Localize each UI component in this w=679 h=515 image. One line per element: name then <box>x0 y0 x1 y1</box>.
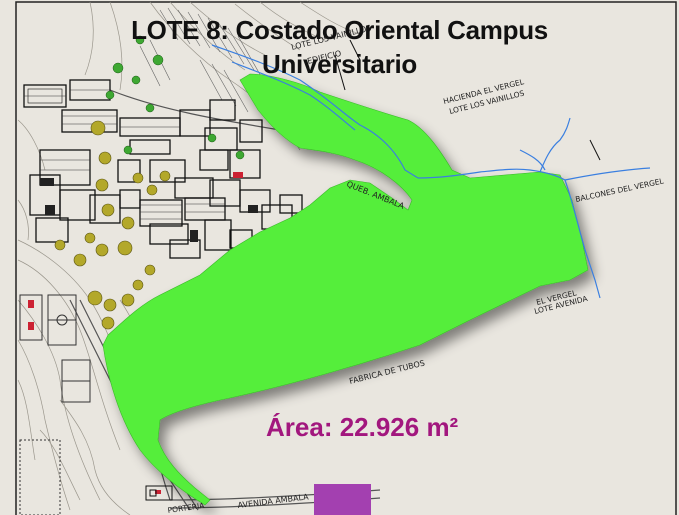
slope-hatching <box>139 7 263 113</box>
green-trees <box>105 35 245 160</box>
property-lines <box>334 39 601 161</box>
trees <box>54 120 171 330</box>
rivers <box>211 44 651 299</box>
building-hatching <box>24 89 225 220</box>
legend-swatch <box>314 484 371 515</box>
dark-structures <box>40 178 258 242</box>
map-frame <box>15 1 677 515</box>
area-label: Área: 22.926 m² <box>266 412 459 442</box>
map-title-line-2: Universitario <box>261 49 418 79</box>
porteria-structure <box>145 485 173 501</box>
lot-8-polygon <box>102 73 589 506</box>
map-title-line-1: LOTE 8: Costado Oriental Campus <box>131 15 548 45</box>
red-markers <box>28 172 243 494</box>
lot-polygons <box>102 73 589 506</box>
sports-fields <box>19 294 91 515</box>
